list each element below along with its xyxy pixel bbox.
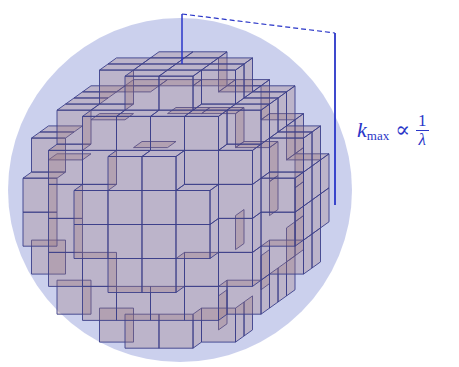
bracket-dashed — [182, 14, 335, 33]
voxel-face — [74, 225, 108, 259]
fraction-numerator: 1 — [416, 112, 429, 131]
fraction-denominator: λ — [419, 131, 426, 149]
voxel-face — [176, 191, 210, 225]
voxel-face — [185, 286, 219, 320]
voxel-face — [185, 150, 219, 184]
voxel-face — [261, 138, 270, 178]
voxel-face — [151, 116, 185, 150]
voxel-face — [227, 104, 270, 110]
voxel-face — [193, 70, 202, 110]
voxel-face — [261, 212, 295, 246]
voxel-face — [142, 157, 176, 191]
voxel-face — [176, 225, 210, 259]
voxel-face — [270, 98, 279, 138]
voxel-face — [108, 259, 142, 293]
voxel-face — [261, 274, 270, 314]
voxel-face — [312, 160, 321, 200]
voxel-face — [219, 218, 253, 252]
voxel-face — [261, 104, 270, 144]
voxel-face — [287, 86, 296, 126]
voxel-face — [176, 150, 185, 190]
voxel-face — [108, 191, 142, 225]
voxel-face — [108, 225, 142, 259]
voxel-face — [312, 228, 321, 268]
voxel-face — [219, 184, 253, 218]
voxel-face — [159, 70, 202, 76]
voxel-face — [219, 110, 228, 150]
voxel-face — [312, 194, 321, 234]
subscript-text: max — [367, 128, 389, 144]
proportional-symbol: ∝ — [395, 117, 410, 143]
voxel-face — [219, 150, 253, 184]
voxel-face — [108, 157, 142, 191]
voxel-face — [210, 218, 219, 258]
voxel-face — [270, 138, 304, 172]
voxel-face — [202, 64, 245, 70]
voxel-face — [321, 154, 330, 194]
voxel-face — [49, 150, 83, 184]
voxel-face — [117, 116, 151, 150]
variable-symbol: k — [357, 117, 367, 143]
bracket-line — [181, 14, 183, 64]
bracket-line — [334, 33, 336, 205]
voxel-face — [142, 191, 176, 225]
voxel-face — [236, 64, 245, 104]
voxel-face — [210, 184, 219, 224]
voxel-face — [304, 166, 313, 206]
voxel-face — [304, 200, 313, 240]
voxel-face — [83, 116, 117, 150]
voxel-face — [244, 58, 253, 98]
voxel-face — [278, 92, 287, 132]
voxel-face — [304, 132, 313, 172]
voxel-face — [295, 172, 304, 212]
voxel-face — [321, 188, 330, 228]
voxel-face — [295, 206, 304, 246]
voxel-face — [253, 144, 262, 184]
voxel-face — [253, 246, 262, 286]
voxel-face — [159, 76, 193, 110]
formula-label: kmax∝1λ — [357, 112, 429, 149]
voxel-face — [261, 178, 295, 212]
voxel-face — [253, 86, 296, 92]
voxel-face — [227, 110, 261, 144]
voxel-face — [125, 76, 159, 110]
voxel-face — [210, 58, 253, 64]
voxel-face — [74, 191, 108, 225]
voxel-face — [253, 178, 262, 218]
voxel-face — [253, 212, 262, 252]
voxel-face — [142, 150, 185, 156]
dimension-bracket — [182, 14, 335, 205]
voxel-face — [185, 116, 219, 150]
sphere — [8, 18, 352, 362]
voxel-cubes — [23, 52, 329, 348]
voxel-face — [202, 70, 236, 104]
voxel-face — [219, 252, 253, 286]
voxel-face — [142, 259, 176, 293]
voxel-face — [304, 234, 313, 274]
voxel-face — [312, 126, 321, 166]
fraction: 1λ — [416, 112, 429, 149]
voxel-face — [185, 52, 228, 58]
voxel-face — [185, 110, 228, 116]
voxel-face — [142, 225, 176, 259]
